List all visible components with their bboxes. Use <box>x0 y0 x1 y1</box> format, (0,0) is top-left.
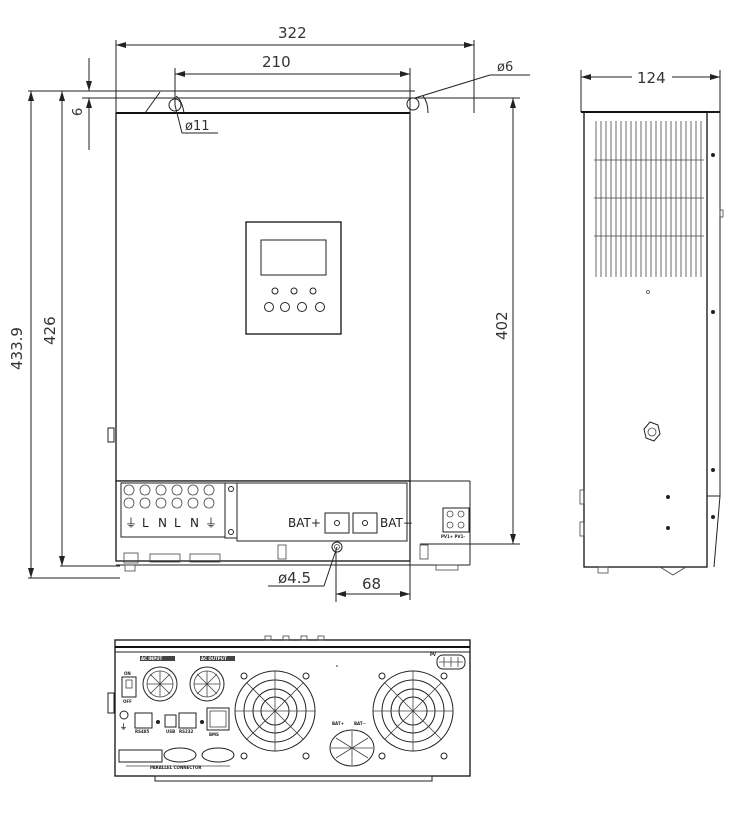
fan-right <box>372 670 454 760</box>
bottom-pv-label: PV <box>430 652 437 657</box>
dim-top-offset: 6 <box>71 108 86 116</box>
mount-hole-right <box>406 97 420 111</box>
ground-screw <box>331 541 343 553</box>
rs232-label: RS232 <box>179 729 194 734</box>
dim-body-height: 426 <box>41 316 59 345</box>
bat-minus-label: BAT− <box>380 516 413 530</box>
parallel-connector-label: PARALLEL CONNECTOR <box>150 765 202 770</box>
dim-mount-hole-dia-large: ø11 <box>185 119 210 134</box>
bat-plus-terminal <box>324 512 350 534</box>
svg-text:⏚: ⏚ <box>120 723 127 731</box>
rs232-port <box>178 712 197 729</box>
rs485-label: RS485 <box>135 729 150 734</box>
bottom-bat-plus-label: BAT+ <box>332 721 344 726</box>
inverter-side-body <box>583 111 708 568</box>
terminal-n2: N <box>190 516 199 530</box>
switch-on-label: ON <box>124 671 131 676</box>
dim-overall-width: 322 <box>278 24 307 42</box>
switch-off-label: OFF <box>123 699 132 704</box>
bms-label: BMS <box>209 732 219 737</box>
power-switch <box>121 676 137 698</box>
dim-mount-hole-dia-small: ø6 <box>497 60 513 75</box>
ac-output-gland <box>189 666 225 702</box>
ac-output-label: AC OUTPUT <box>201 656 227 661</box>
terminal-l1: L <box>142 516 149 530</box>
inverter-bottom-body <box>114 639 471 777</box>
display-panel <box>245 221 342 335</box>
usb-port <box>164 714 177 728</box>
panel-buttons-large <box>264 302 325 312</box>
usb-label: USB <box>166 729 175 734</box>
bms-port <box>206 707 230 731</box>
terminal-n1: N <box>158 516 167 530</box>
side-view: 124 <box>579 69 724 576</box>
dim-bat-terminal-offset: 68 <box>362 575 381 593</box>
lcd-screen <box>260 239 327 276</box>
battery-cable-gland <box>329 729 375 767</box>
front-view: ⏚ L N L N ⏚ BAT+ BAT− PV1+ <box>8 24 530 602</box>
terminal-section: ⏚ L N L N ⏚ BAT+ BAT− PV1+ <box>115 480 471 572</box>
bottom-view: ON OFF AC INPUT AC OUTPUT ⏚ RS485 USB RS… <box>107 635 471 782</box>
panel-buttons-small <box>271 287 317 295</box>
parallel-connector-2 <box>163 747 197 763</box>
dim-ground-hole-dia: ø4.5 <box>278 569 311 587</box>
terminal-ground-right: ⏚ <box>205 516 217 530</box>
terminal-l2: L <box>174 516 181 530</box>
fan-left <box>234 670 316 760</box>
vent-grille <box>594 121 704 277</box>
bottom-pv-connector <box>436 654 466 670</box>
dim-mount-to-bottom: 402 <box>493 311 511 340</box>
dim-overall-height: 433.9 <box>8 327 26 370</box>
rs485-port <box>134 712 153 729</box>
terminal-ground-left: ⏚ <box>125 516 137 530</box>
dim-mount-hole-spacing: 210 <box>262 53 291 71</box>
bat-minus-terminal <box>352 512 378 534</box>
dim-depth: 124 <box>637 69 666 87</box>
ac-input-label: AC INPUT <box>141 656 162 661</box>
ac-input-gland <box>142 666 178 702</box>
side-grommet <box>643 421 661 442</box>
bat-plus-label: BAT+ <box>288 516 321 530</box>
parallel-connector-3 <box>201 747 235 763</box>
parallel-connector-1 <box>118 749 163 763</box>
bottom-bat-minus-label: BAT− <box>354 721 366 726</box>
pv-label: PV1+ PV1- <box>441 534 465 539</box>
pv-connector <box>442 507 470 533</box>
